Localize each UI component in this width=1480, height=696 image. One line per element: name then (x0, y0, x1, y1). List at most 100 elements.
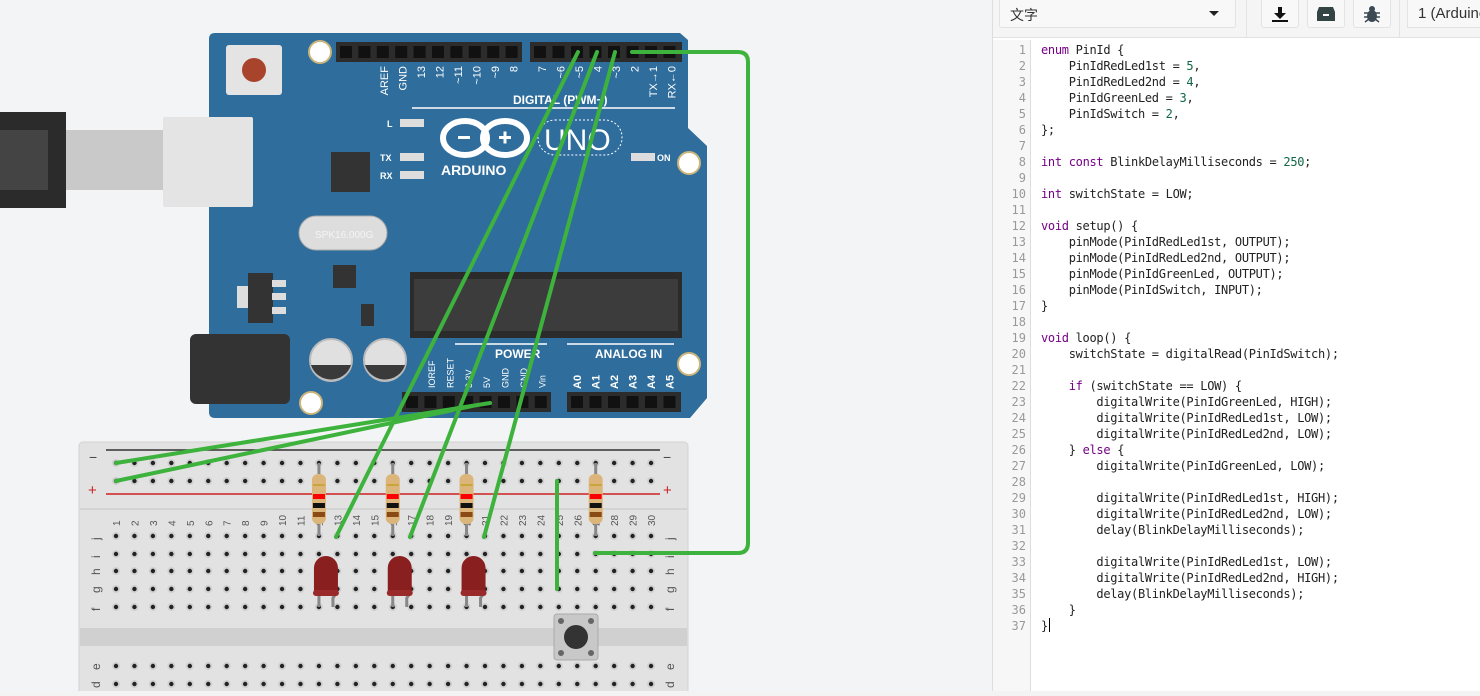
breadboard-hole[interactable] (519, 663, 525, 669)
breadboard-hole[interactable] (593, 681, 598, 687)
breadboard-hole[interactable] (372, 604, 377, 610)
breadboard-hole[interactable] (501, 681, 506, 687)
breadboard-hole[interactable] (298, 586, 303, 592)
breadboard-hole[interactable] (538, 681, 543, 687)
breadboard-hole[interactable] (113, 604, 119, 610)
breadboard-hole[interactable] (353, 533, 359, 539)
breadboard-hole[interactable] (150, 681, 156, 687)
breadboard-hole[interactable] (372, 568, 377, 574)
breadboard-hole[interactable] (519, 586, 525, 592)
breadboard-hole[interactable] (316, 681, 322, 687)
breadboard-hole[interactable] (169, 551, 174, 557)
breadboard-hole[interactable] (206, 663, 211, 669)
breadboard-hole[interactable] (648, 663, 654, 669)
breadboard-hole[interactable] (279, 604, 285, 610)
breadboard-hole[interactable] (409, 663, 414, 669)
breadboard-hole[interactable] (224, 586, 229, 592)
resistor[interactable] (588, 463, 603, 536)
breadboard-hole[interactable] (482, 681, 488, 687)
breadboard-hole[interactable] (538, 460, 543, 466)
breadboard-hole[interactable] (298, 663, 303, 669)
breadboard-hole[interactable] (538, 533, 543, 539)
breadboard-hole[interactable] (279, 478, 285, 484)
breadboard-hole[interactable] (298, 533, 303, 539)
breadboard-hole[interactable] (630, 478, 635, 484)
breadboard-hole[interactable] (538, 568, 543, 574)
breadboard-hole[interactable] (519, 478, 525, 484)
breadboard-hole[interactable] (261, 681, 266, 687)
breadboard-hole[interactable] (150, 604, 156, 610)
breadboard-hole[interactable] (150, 568, 156, 574)
breadboard-hole[interactable] (648, 681, 654, 687)
digital-header-2[interactable] (530, 42, 682, 62)
breadboard-hole[interactable] (187, 663, 192, 669)
breadboard-hole[interactable] (242, 568, 248, 574)
breadboard-hole[interactable] (464, 551, 469, 557)
breadboard-hole[interactable] (132, 568, 137, 574)
breadboard-hole[interactable] (427, 604, 432, 610)
breadboard-hole[interactable] (169, 681, 174, 687)
breadboard-hole[interactable] (298, 551, 303, 557)
breadboard-hole[interactable] (648, 568, 654, 574)
breadboard-hole[interactable] (575, 478, 580, 484)
breadboard-hole[interactable] (390, 551, 395, 557)
breadboard-hole[interactable] (482, 551, 488, 557)
breadboard-hole[interactable] (279, 663, 285, 669)
breadboard-hole[interactable] (261, 586, 266, 592)
breadboard-hole[interactable] (187, 551, 192, 557)
breadboard-hole[interactable] (519, 460, 525, 466)
breadboard-hole[interactable] (482, 478, 488, 484)
editor-mode-dropdown[interactable]: 文字 (999, 0, 1236, 28)
breadboard-hole[interactable] (427, 586, 432, 592)
breadboard-hole[interactable] (242, 681, 248, 687)
breadboard-hole[interactable] (169, 604, 174, 610)
breadboard-hole[interactable] (427, 681, 432, 687)
breadboard-hole[interactable] (648, 460, 654, 466)
wires[interactable] (114, 50, 750, 591)
breadboard-hole[interactable] (372, 533, 377, 539)
breadboard-hole[interactable] (242, 551, 248, 557)
breadboard-hole[interactable] (611, 460, 617, 466)
breadboard-hole[interactable] (538, 663, 543, 669)
breadboard-hole[interactable] (224, 681, 229, 687)
breadboard-hole[interactable] (298, 478, 303, 484)
breadboard-hole[interactable] (409, 551, 414, 557)
breadboard-hole[interactable] (169, 663, 174, 669)
breadboard-hole[interactable] (187, 533, 192, 539)
breadboard-hole[interactable] (353, 478, 359, 484)
breadboard-hole[interactable] (538, 478, 543, 484)
breadboard-hole[interactable] (648, 478, 654, 484)
breadboard-hole[interactable] (224, 551, 229, 557)
breadboard-hole[interactable] (335, 460, 340, 466)
breadboard-hole[interactable] (279, 460, 285, 466)
breadboard-hole[interactable] (575, 533, 580, 539)
breadboard-hole[interactable] (187, 478, 192, 484)
breadboard-hole[interactable] (648, 604, 654, 610)
breadboard-hole[interactable] (427, 551, 432, 557)
breadboard-hole[interactable] (445, 604, 451, 610)
resistor[interactable] (385, 463, 400, 536)
breadboard-hole[interactable] (538, 586, 543, 592)
breadboard-hole[interactable] (630, 460, 635, 466)
breadboard-hole[interactable] (501, 586, 506, 592)
breadboard-hole[interactable] (279, 586, 285, 592)
breadboard-hole[interactable] (372, 478, 377, 484)
breadboard-hole[interactable] (261, 551, 266, 557)
breadboard-hole[interactable] (593, 586, 598, 592)
breadboard-hole[interactable] (316, 551, 322, 557)
breadboard-hole[interactable] (242, 478, 248, 484)
breadboard-hole[interactable] (482, 460, 488, 466)
breadboard-hole[interactable] (261, 568, 266, 574)
breadboard-hole[interactable] (445, 478, 451, 484)
breadboard-hole[interactable] (390, 681, 395, 687)
breadboard-hole[interactable] (187, 586, 192, 592)
breadboard-hole[interactable] (279, 533, 285, 539)
breadboard-hole[interactable] (648, 533, 654, 539)
breadboard-hole[interactable] (353, 460, 359, 466)
breadboard-hole[interactable] (335, 663, 340, 669)
breadboard-hole[interactable] (575, 604, 580, 610)
breadboard-hole[interactable] (261, 460, 266, 466)
breadboard-hole[interactable] (353, 604, 359, 610)
